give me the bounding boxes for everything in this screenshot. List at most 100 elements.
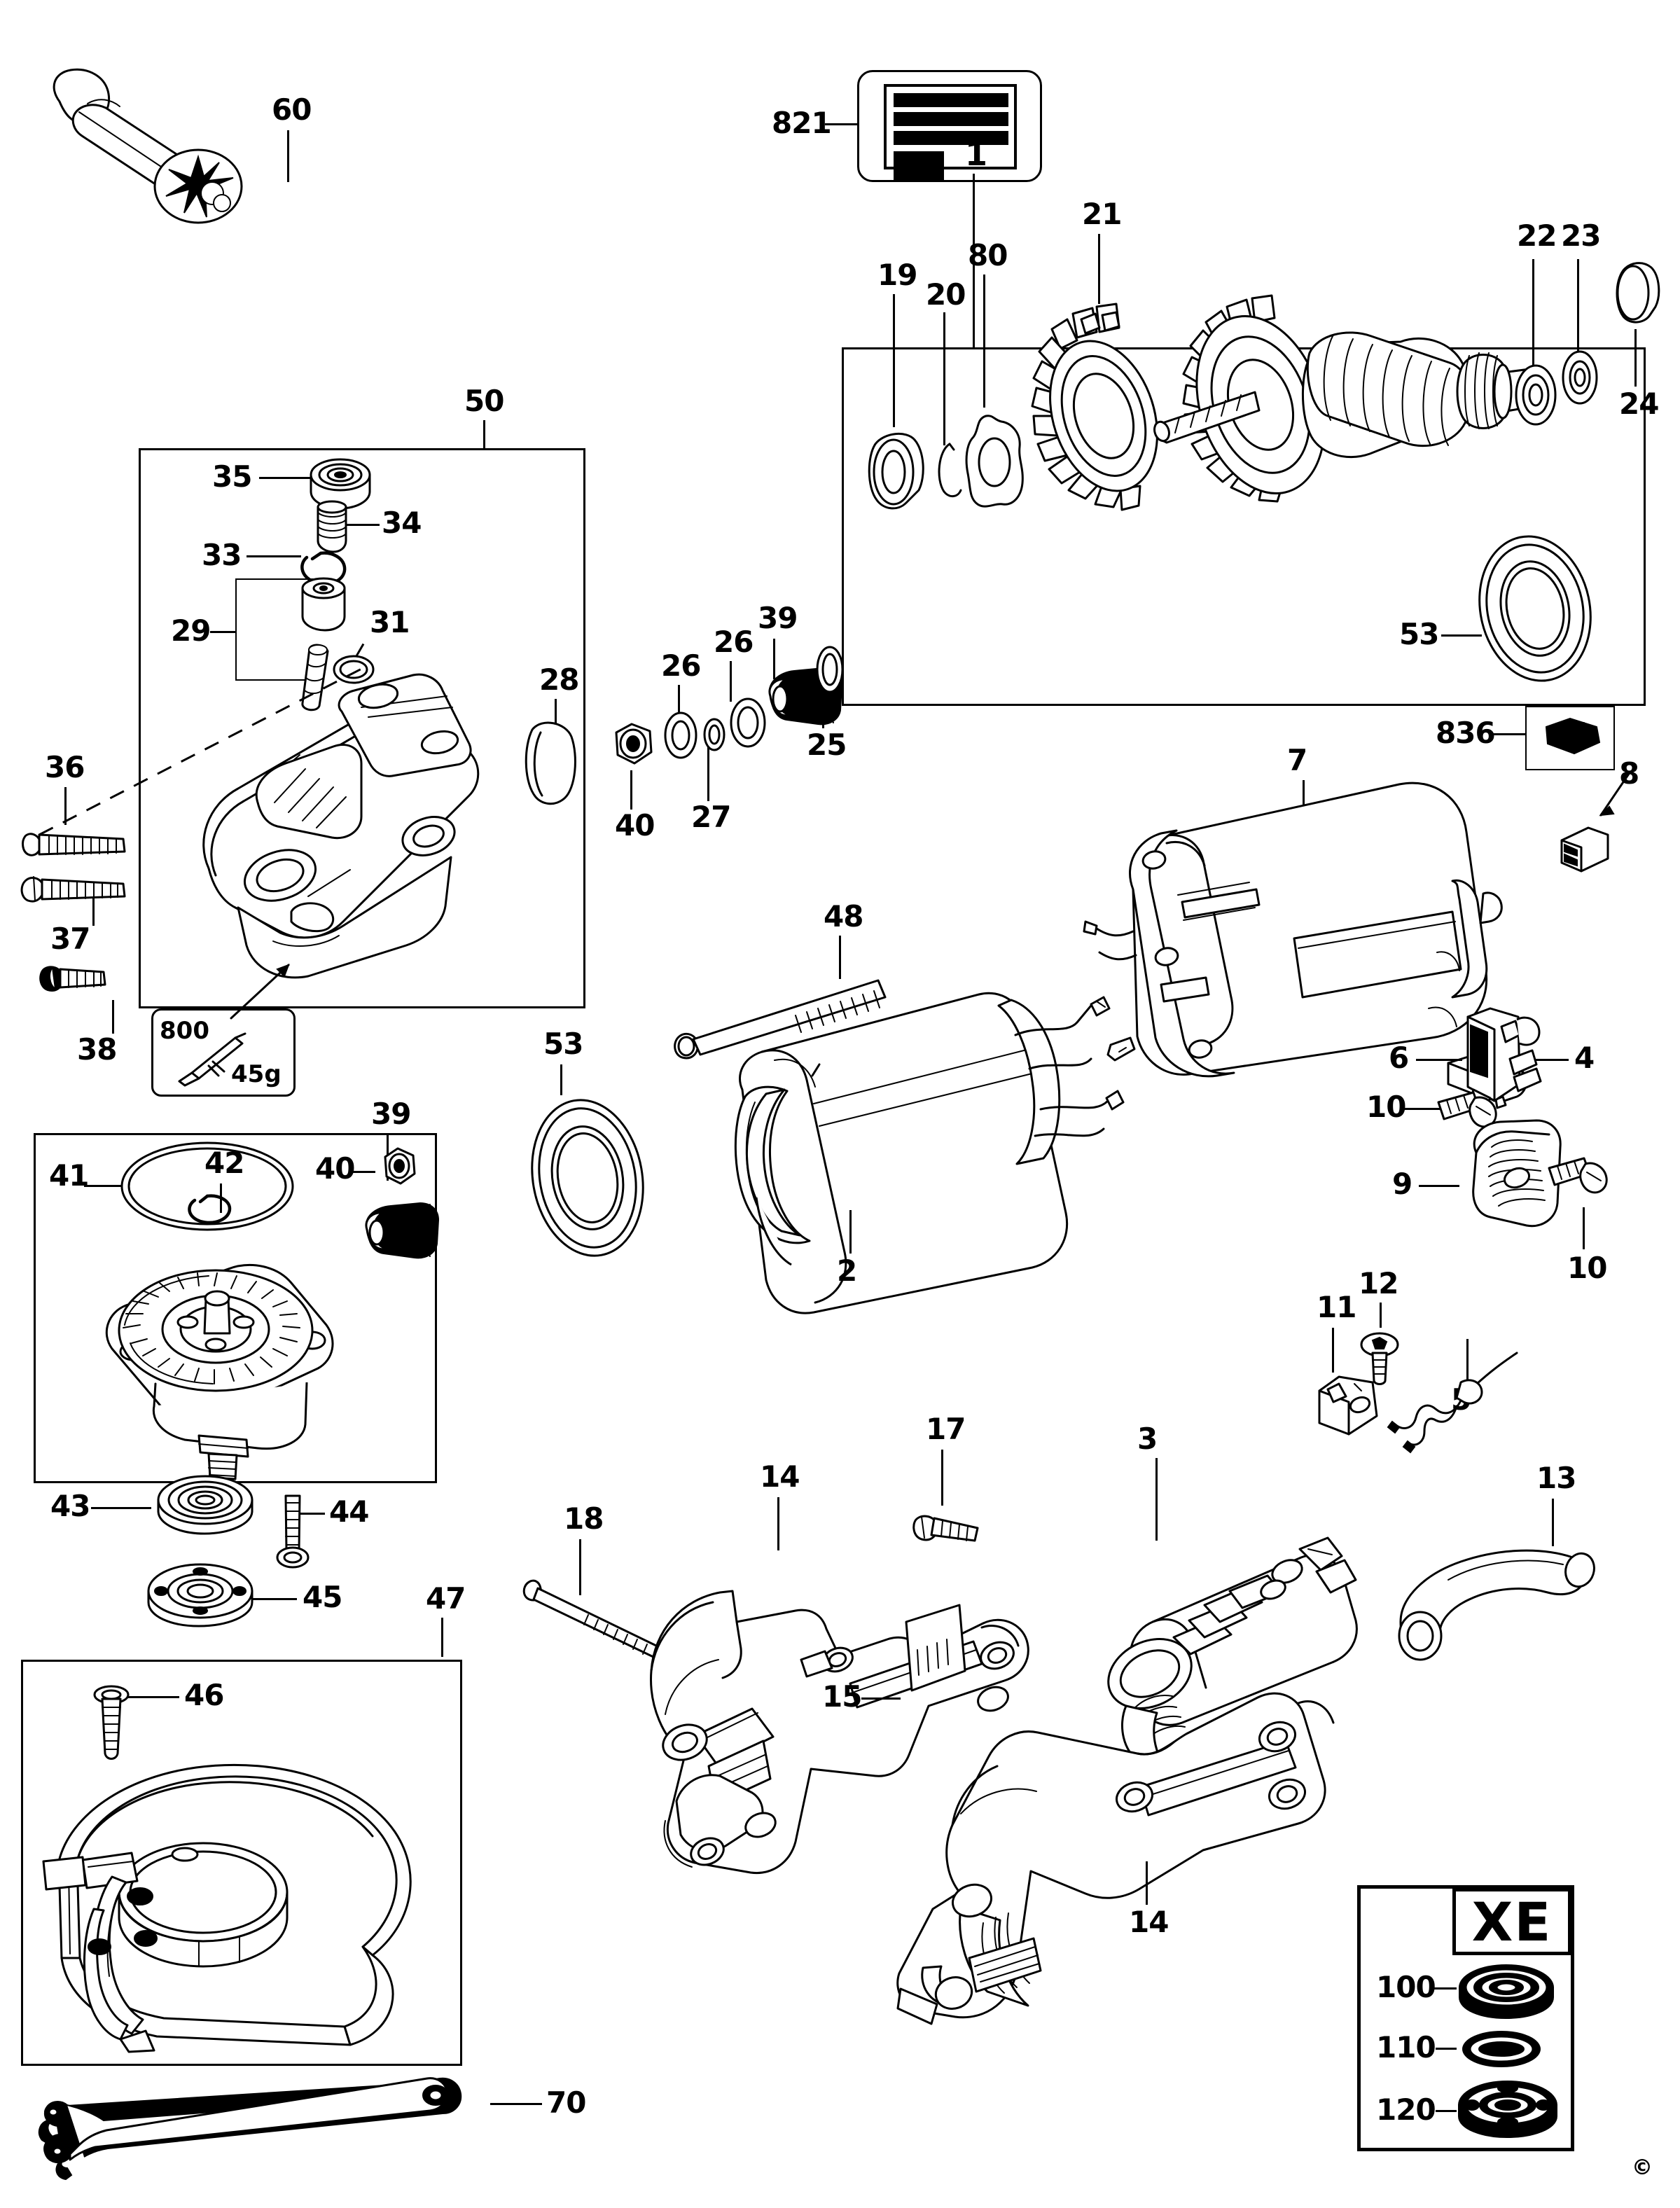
leader-41	[84, 1185, 129, 1187]
callout-6-switch: 6	[1389, 1041, 1409, 1075]
callout-31-o-ring: 31	[370, 605, 410, 639]
washer-80-art	[962, 413, 1029, 513]
cord-clamp-11-art	[1310, 1373, 1387, 1441]
leader-48	[839, 936, 841, 979]
rating-label-plate	[857, 70, 1042, 182]
guard-assembly-group	[21, 1660, 462, 2066]
gear-case-body-art	[168, 665, 560, 1001]
callout-120-clamp-nut: 120	[1376, 2092, 1436, 2127]
rating-bar-2	[894, 112, 1008, 126]
rating-label-inner	[884, 84, 1017, 182]
leader-35	[259, 477, 311, 479]
screw-44-art	[277, 1492, 310, 1577]
gear-case-assembly-group	[139, 448, 585, 1008]
callout-37-screw: 37	[50, 922, 90, 956]
bearing-shim-23-art	[1556, 347, 1604, 408]
xe-badge: XE	[1452, 1888, 1571, 1955]
nut-40-art	[604, 717, 664, 773]
callout-grease-quantity: 45g	[231, 1060, 282, 1088]
callout-7-motor-housing: 7	[1287, 743, 1307, 777]
leader-60	[287, 130, 289, 182]
callout-10-screw-lower: 10	[1567, 1251, 1607, 1285]
leader-5	[1466, 1339, 1469, 1382]
leader-4	[1525, 1059, 1569, 1061]
callout-28-gasket: 28	[539, 662, 579, 697]
callout-22-bearing: 22	[1517, 218, 1557, 253]
shim-25-art	[807, 643, 853, 696]
callout-836-brush-holder-kit: 836	[1436, 716, 1496, 750]
leader-29	[210, 631, 235, 633]
fan-baffle-21-art	[1027, 300, 1181, 543]
leader-110	[1436, 2048, 1457, 2050]
brush-holder-kit-art	[1535, 713, 1608, 765]
bearing-19-art	[860, 423, 937, 514]
leader-6	[1416, 1059, 1462, 1061]
leader-821	[825, 123, 857, 125]
leader-50	[483, 420, 485, 450]
callout-40-nut: 40	[615, 808, 655, 842]
bearing-43-art	[153, 1468, 258, 1541]
screw-37-art	[20, 867, 132, 908]
leader-10-upper	[1404, 1108, 1441, 1110]
nameplate-15-art	[895, 1602, 972, 1700]
callout-70-spanner-wrench: 70	[546, 2085, 586, 2120]
nut-40-box-art	[375, 1143, 423, 1190]
callout-110-flange-washer: 110	[1376, 2030, 1436, 2064]
spindle-lock-subgroup	[235, 578, 318, 681]
screw-38-art	[36, 957, 115, 997]
gear-assembly-art	[81, 1249, 375, 1480]
leader-15	[861, 1697, 901, 1700]
callout-33-retaining-ring: 33	[202, 538, 242, 572]
spindle-lock-pin-art	[286, 573, 363, 713]
leader-28	[555, 699, 557, 728]
circlip-20-art	[931, 438, 965, 500]
callout-821-rating-label: 821	[772, 106, 832, 140]
leader-24	[1634, 329, 1637, 387]
flange-washer-110-art	[1461, 2028, 1542, 2070]
leader-22b	[1532, 259, 1534, 366]
leader-20	[943, 312, 945, 445]
callout-80-washer: 80	[968, 238, 1008, 272]
callout-14-handle-half-right: 14	[1129, 1905, 1169, 1939]
spanner-wrench-art	[17, 2067, 507, 2193]
leader-46	[126, 1696, 179, 1698]
baffle-ring-53-lower-art	[521, 1094, 654, 1262]
baffle-ring-53-upper-art	[1469, 531, 1601, 686]
screw-10-lower-art	[1545, 1157, 1613, 1206]
leader-36	[64, 787, 67, 825]
callout-800-grease: 800	[160, 1017, 209, 1045]
callout-40-nut-box: 40	[315, 1151, 355, 1186]
leader-10-lower	[1583, 1207, 1585, 1249]
grease-tube-art	[167, 1032, 251, 1088]
bearing-22-art	[1508, 361, 1563, 429]
leader-25	[822, 693, 824, 728]
leader-12	[1380, 1303, 1382, 1328]
callout-46-screw: 46	[184, 1678, 224, 1712]
leader-43	[91, 1507, 151, 1509]
grease-arrow-to-gearcase	[224, 959, 301, 1022]
callout-36-screw-long: 36	[45, 750, 85, 784]
leader-2	[849, 1210, 852, 1254]
spring-34-art	[308, 500, 354, 555]
callout-12-screw: 12	[1359, 1266, 1398, 1300]
leader-9	[1419, 1185, 1459, 1187]
inner-flange-100-art	[1457, 1958, 1556, 2022]
leader-34	[343, 524, 380, 526]
callout-53-baffle-ring-lower: 53	[543, 1027, 583, 1061]
gasket-28-art	[518, 716, 595, 808]
clamp-nut-120-art	[1455, 2073, 1560, 2141]
leader-18	[579, 1539, 581, 1595]
callout-44-screw: 44	[329, 1494, 369, 1529]
callout-19-bearing: 19	[877, 258, 917, 292]
callout-20-circlip: 20	[926, 277, 966, 312]
callout-50-gear-case-assembly: 50	[464, 384, 504, 418]
leader-27	[707, 747, 709, 801]
callout-13-cord-protector: 13	[1536, 1461, 1576, 1495]
leader-33	[247, 555, 301, 557]
vent-cover-9-art	[1459, 1119, 1564, 1231]
field-stator-art	[651, 992, 1113, 1314]
callout-1-armature-assembly: 1	[965, 135, 987, 173]
callout-24-bearing-cup: 24	[1619, 387, 1659, 421]
leader-44	[294, 1513, 325, 1515]
